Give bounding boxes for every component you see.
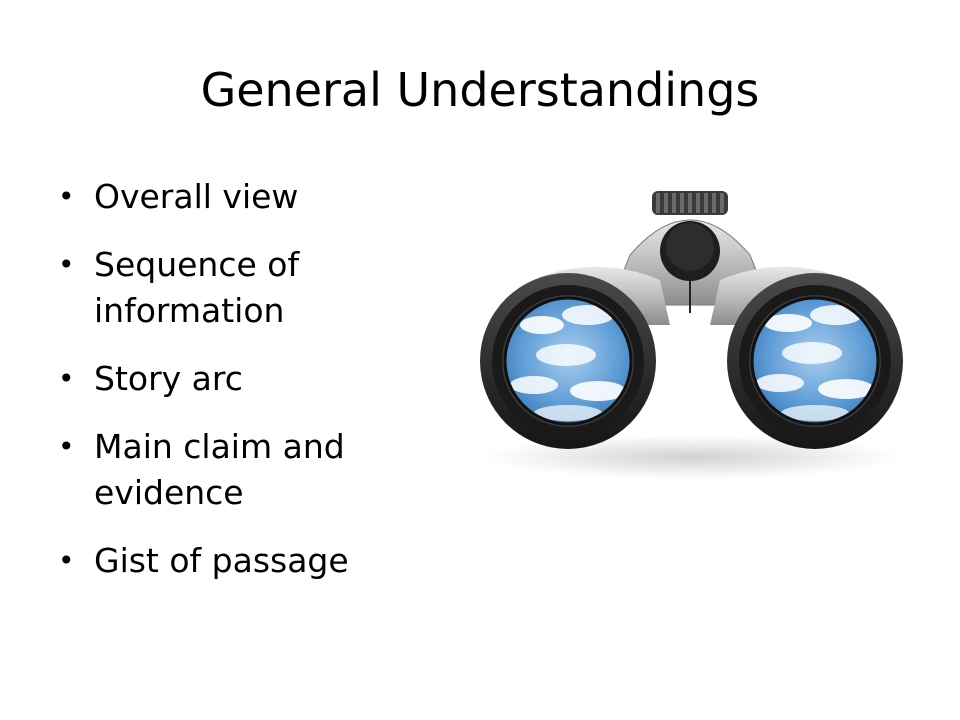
bullet-item: • Main claim and evidence — [56, 424, 426, 516]
bullet-text: Gist of passage — [94, 541, 349, 580]
bullet-item: • Story arc — [56, 356, 426, 402]
bullet-dot: • — [58, 180, 75, 213]
bullet-item: • Gist of passage — [56, 538, 426, 584]
bullet-dot: • — [58, 430, 75, 463]
bullet-text: Overall view — [94, 177, 299, 216]
bullet-text: Story arc — [94, 359, 243, 398]
bullet-dot: • — [58, 362, 75, 395]
bullet-item: • Sequence of information — [56, 242, 426, 334]
slide-title: General Understandings — [200, 63, 760, 117]
binoculars-icon — [480, 191, 903, 479]
bullet-dot: • — [58, 248, 75, 281]
bullet-text: Sequence of information — [94, 245, 300, 330]
bullet-dot: • — [58, 544, 75, 577]
bullet-list: • Overall view • Sequence of information… — [56, 174, 426, 606]
bullet-text: Main claim and evidence — [94, 427, 345, 512]
bullet-item: • Overall view — [56, 174, 426, 220]
